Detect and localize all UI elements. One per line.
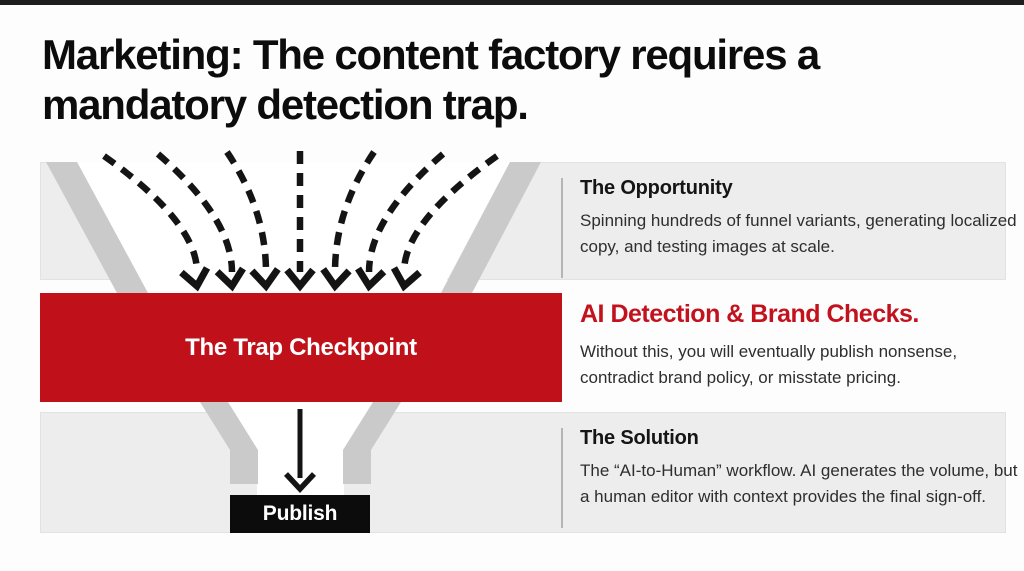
trap-checkpoint-box: The Trap Checkpoint xyxy=(40,293,562,402)
detection-panel: AI Detection & Brand Checks. Without thi… xyxy=(580,300,1024,391)
publish-label: Publish xyxy=(262,502,338,525)
detection-body: Without this, you will eventually publis… xyxy=(580,342,958,387)
title-line-1: Marketing: The content factory requires … xyxy=(42,31,820,78)
slide-title: Marketing: The content factory requires … xyxy=(42,30,820,130)
opportunity-title: The Opportunity xyxy=(580,177,733,199)
trap-checkpoint-label: The Trap Checkpoint xyxy=(185,333,417,361)
top-letterbox-bar xyxy=(0,0,1024,5)
solution-body: The “AI-to-Human” workflow. AI generates… xyxy=(580,461,1018,506)
title-line-2: mandatory detection trap. xyxy=(42,81,529,128)
solution-title: The Solution xyxy=(580,427,699,449)
solution-panel: The Solution The “AI-to-Human” workflow.… xyxy=(580,427,1024,510)
opportunity-body: Spinning hundreds of funnel variants, ge… xyxy=(580,211,1017,256)
detection-title: AI Detection & Brand Checks. xyxy=(580,300,919,328)
publish-box: Publish xyxy=(230,495,370,533)
opportunity-divider xyxy=(561,178,563,278)
opportunity-panel: The Opportunity Spinning hundreds of fun… xyxy=(580,177,1024,260)
solution-divider xyxy=(561,428,563,528)
